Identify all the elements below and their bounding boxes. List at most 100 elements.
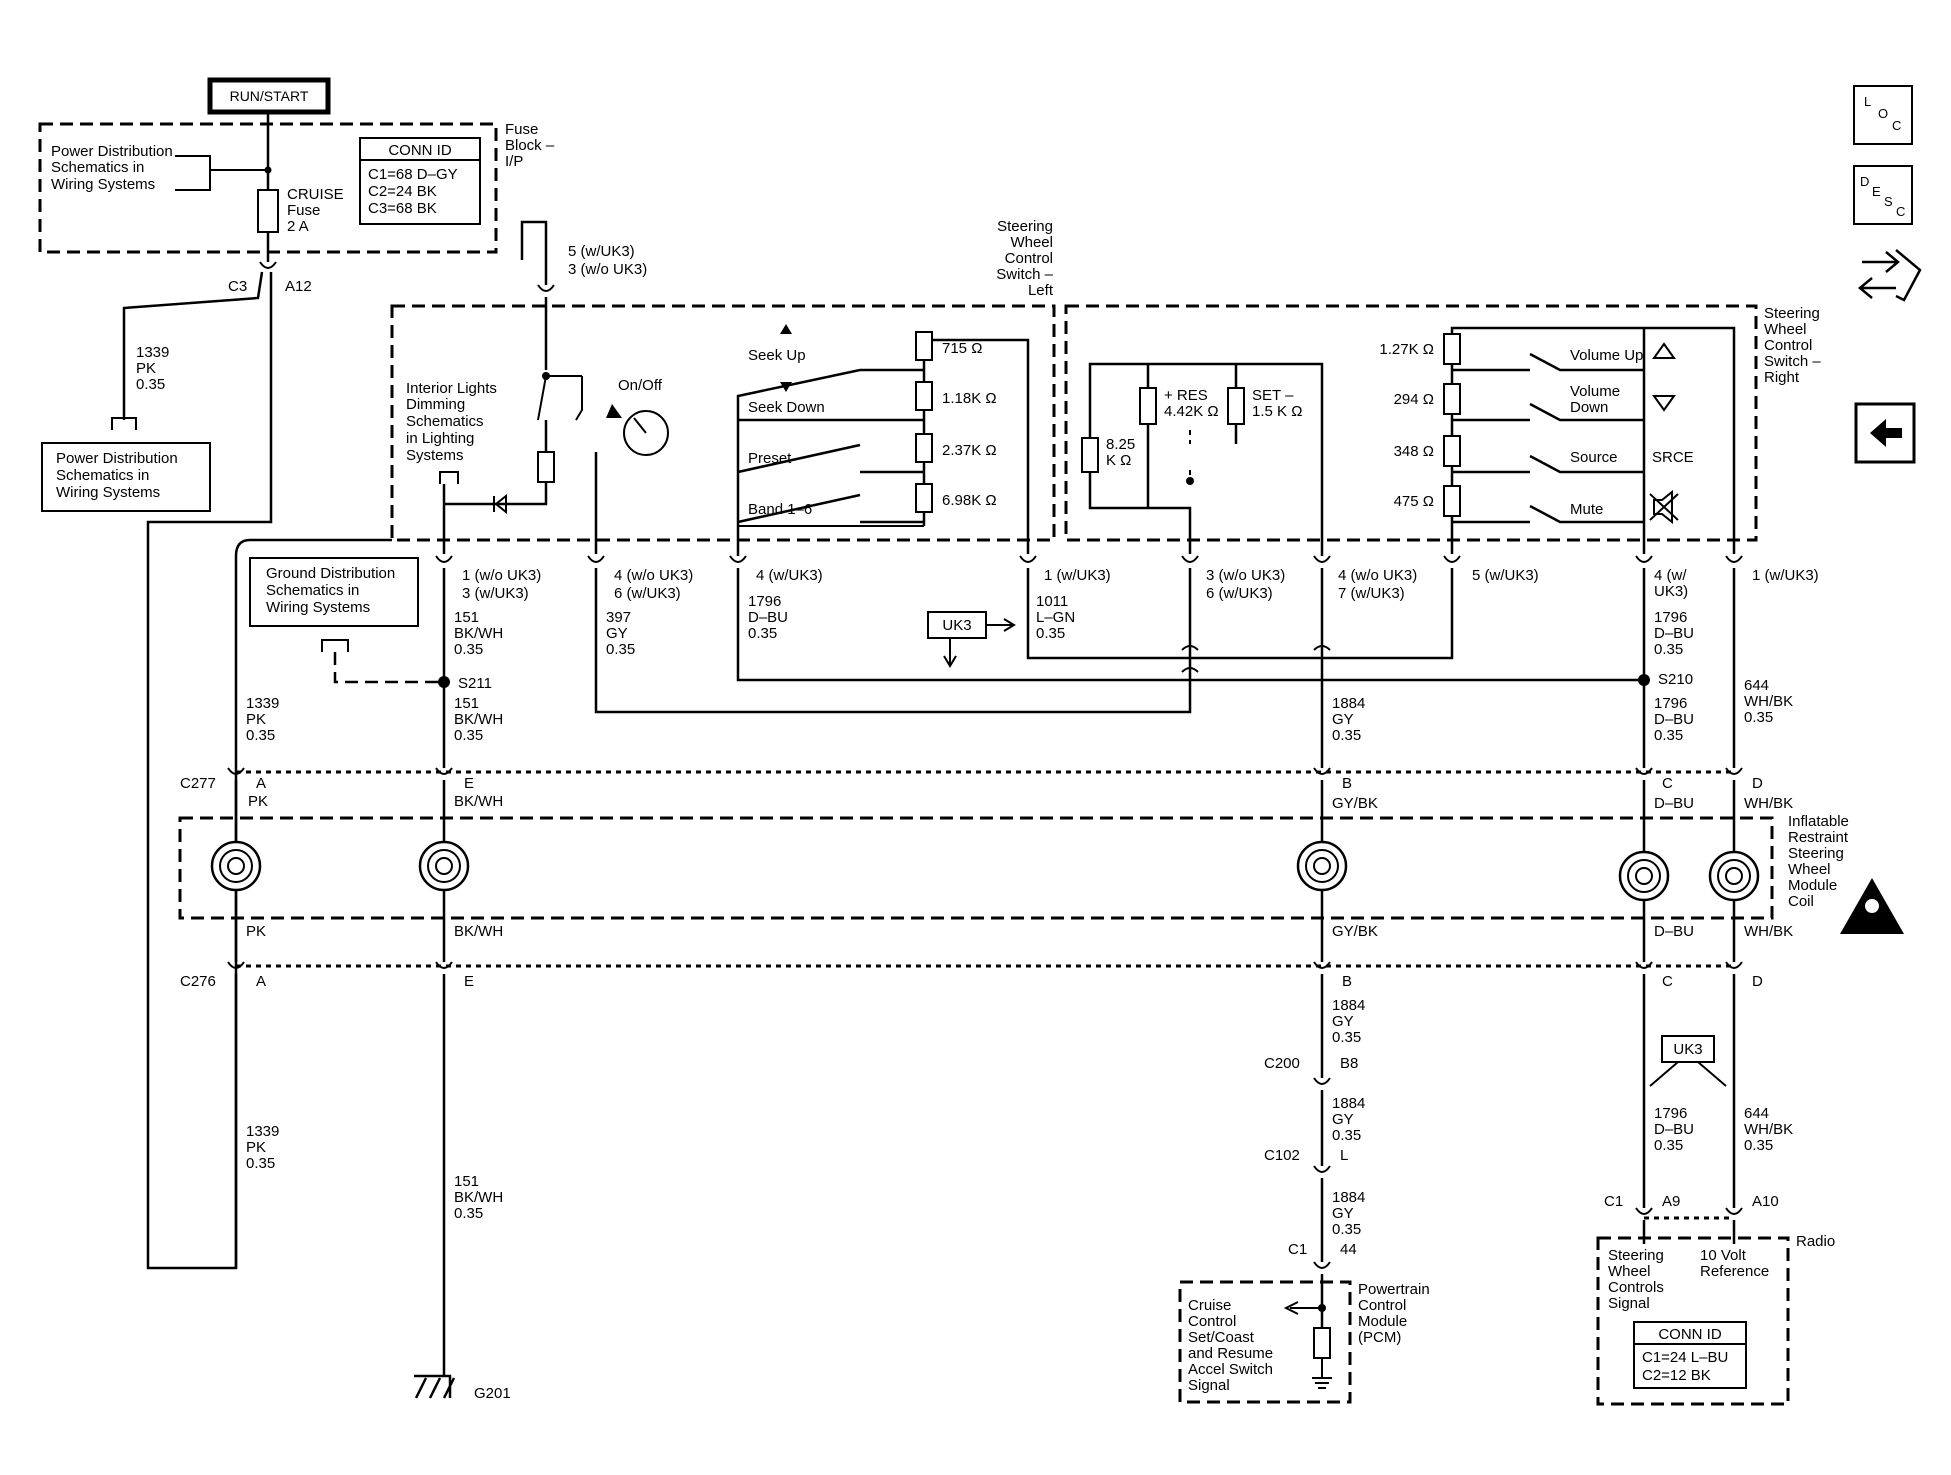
desc-letter-1: D bbox=[1860, 174, 1869, 189]
uk3-box-top bbox=[927, 611, 987, 639]
w1339-top-num: 1339 bbox=[136, 344, 169, 361]
w1011-color: L–GN bbox=[1036, 609, 1075, 626]
pd-top-label-2: Schematics in bbox=[51, 159, 144, 176]
volume-ladder-links bbox=[1452, 368, 1530, 524]
swc-right-outline bbox=[1064, 304, 1758, 542]
swc-right-title-2: Wheel bbox=[1764, 321, 1807, 338]
fuse-splice bbox=[264, 166, 272, 174]
r698-icon bbox=[915, 483, 933, 513]
run-start-label: RUN/START bbox=[230, 88, 309, 104]
onoff-switch-arm bbox=[537, 375, 582, 421]
conn-id-radio-title: CONN ID bbox=[1658, 1326, 1722, 1343]
p44-label: 44 bbox=[1340, 1241, 1357, 1258]
radio-swc-1: Steering bbox=[1608, 1247, 1664, 1264]
w1884-mid-gauge: 0.35 bbox=[1332, 727, 1361, 744]
w644-mid-num: 644 bbox=[1744, 677, 1769, 694]
w1884a-color: GY bbox=[1332, 1013, 1354, 1030]
w1796-low-num: 1796 bbox=[1654, 1105, 1687, 1122]
r825-icon bbox=[1081, 437, 1099, 473]
wrench-icon[interactable] bbox=[1895, 249, 1922, 302]
w151-top-gauge: 0.35 bbox=[454, 641, 483, 658]
coil-gybk: GY/BK bbox=[1332, 923, 1378, 940]
coil-label-6: Coil bbox=[1788, 893, 1814, 910]
mute-speaker-icon bbox=[1649, 489, 1679, 525]
w151-mid-color: BK/WH bbox=[454, 711, 503, 728]
pin-4w-connector bbox=[1635, 555, 1653, 563]
wire-1339-loop bbox=[146, 272, 273, 1270]
pd-top-label-1: Power Distribution bbox=[51, 143, 173, 160]
mute-label: Mute bbox=[1570, 501, 1603, 518]
a12-label: A12 bbox=[285, 278, 312, 295]
conn-id-radio-box bbox=[1633, 1321, 1747, 1389]
p4r-label-1: 4 (w/o UK3) bbox=[1338, 567, 1417, 584]
pcm-title-2: Control bbox=[1358, 1297, 1406, 1314]
vol-down-label-1: Volume bbox=[1570, 383, 1620, 400]
connector-wrench-icon[interactable] bbox=[1858, 249, 1922, 302]
w644-mid-color: WH/BK bbox=[1744, 693, 1793, 710]
coil-c-core bbox=[1635, 867, 1653, 885]
onoff-contact bbox=[575, 376, 583, 421]
interior-label-3: Schematics bbox=[406, 413, 484, 430]
p3-label-1: 3 (w/o UK3) bbox=[1206, 567, 1285, 584]
pd-left-stub bbox=[111, 417, 137, 430]
pd-top-bracket bbox=[175, 155, 211, 191]
p1uk-label: 1 (w/UK3) bbox=[1044, 567, 1111, 584]
wire-1796-bus bbox=[736, 568, 1640, 682]
ground-g201-icon bbox=[414, 1374, 456, 1399]
back-arrow-icon[interactable] bbox=[1870, 419, 1902, 447]
loc-button-frame[interactable] bbox=[1853, 85, 1913, 145]
w1796-right-num: 1796 bbox=[1654, 609, 1687, 626]
right-ladder-frame bbox=[1088, 362, 1324, 556]
w1796-mid-gauge: 0.35 bbox=[1654, 727, 1683, 744]
res-label-1: + RES bbox=[1164, 387, 1208, 404]
coil-a-inner bbox=[219, 849, 253, 883]
swc-right: Steering Wheel Control Switch – Right 8.… bbox=[1064, 304, 1821, 556]
radio-connectors bbox=[1635, 1207, 1743, 1215]
uk3-arrow-right-icon bbox=[986, 618, 1016, 632]
p1-label-1: 1 (w/o UK3) bbox=[462, 567, 541, 584]
w1884-mid-num: 1884 bbox=[1332, 695, 1365, 712]
swc-right-title-3: Control bbox=[1764, 337, 1812, 354]
ground-dist-label-2: Schematics in bbox=[266, 582, 359, 599]
r698-label: 6.98K Ω bbox=[942, 492, 997, 509]
airbag-warning-figure bbox=[1865, 899, 1879, 913]
back-button[interactable] bbox=[1854, 402, 1916, 464]
c277-a-color: PK bbox=[248, 793, 268, 810]
w1796-left-gauge: 0.35 bbox=[748, 625, 777, 642]
radio-outline bbox=[1596, 1236, 1790, 1406]
connector-arrows-icon[interactable] bbox=[1858, 251, 1900, 299]
lamp-return-wire bbox=[444, 482, 548, 506]
swc-left: Steering Wheel Control Switch – Left 5 (… bbox=[390, 218, 1056, 556]
coil-spirals bbox=[210, 840, 1760, 902]
loc-button[interactable]: L O C bbox=[1853, 85, 1913, 145]
r118-icon bbox=[915, 381, 933, 411]
c3-connector-icon bbox=[259, 261, 277, 269]
w1339-top-gauge: 0.35 bbox=[136, 376, 165, 393]
uk3-box-bottom bbox=[1661, 1035, 1715, 1063]
pin-1-connector bbox=[435, 555, 453, 563]
fuse-block-label-2: Block – bbox=[505, 137, 555, 154]
conn-id-fuse-box bbox=[359, 137, 481, 225]
pcm-signal-4: and Resume bbox=[1188, 1345, 1273, 1362]
pin5-label-1: 5 (w/UK3) bbox=[568, 243, 635, 260]
swc-left-title-3: Control bbox=[1005, 250, 1053, 267]
desc-button-frame[interactable] bbox=[1853, 165, 1913, 225]
w151-mid-gauge: 0.35 bbox=[454, 727, 483, 744]
right-ladder-links bbox=[1146, 364, 1238, 508]
desc-button[interactable]: D E S C bbox=[1853, 165, 1913, 225]
w1339-low-gauge: 0.35 bbox=[246, 1155, 275, 1172]
swc-right-title-4: Switch – bbox=[1764, 353, 1821, 370]
w1884c-color: GY bbox=[1332, 1205, 1354, 1222]
w151-top-color: BK/WH bbox=[454, 625, 503, 642]
w151-low-num: 151 bbox=[454, 1173, 479, 1190]
pcm-signal-3: Set/Coast bbox=[1188, 1329, 1255, 1346]
w1884a-num: 1884 bbox=[1332, 997, 1365, 1014]
srce-label: SRCE bbox=[1652, 449, 1694, 466]
swc-left-title-5: Left bbox=[1028, 282, 1054, 299]
pd-top-label-3: Wiring Systems bbox=[51, 176, 155, 193]
conn-id-radio-row-2: C2=12 BK bbox=[1642, 1367, 1711, 1384]
radio-ref-1: 10 Volt bbox=[1700, 1247, 1747, 1264]
uk3-split-arrows-icon bbox=[1649, 1061, 1727, 1087]
volume-switches bbox=[1529, 352, 1644, 524]
c277-d-pin: D bbox=[1752, 775, 1763, 792]
